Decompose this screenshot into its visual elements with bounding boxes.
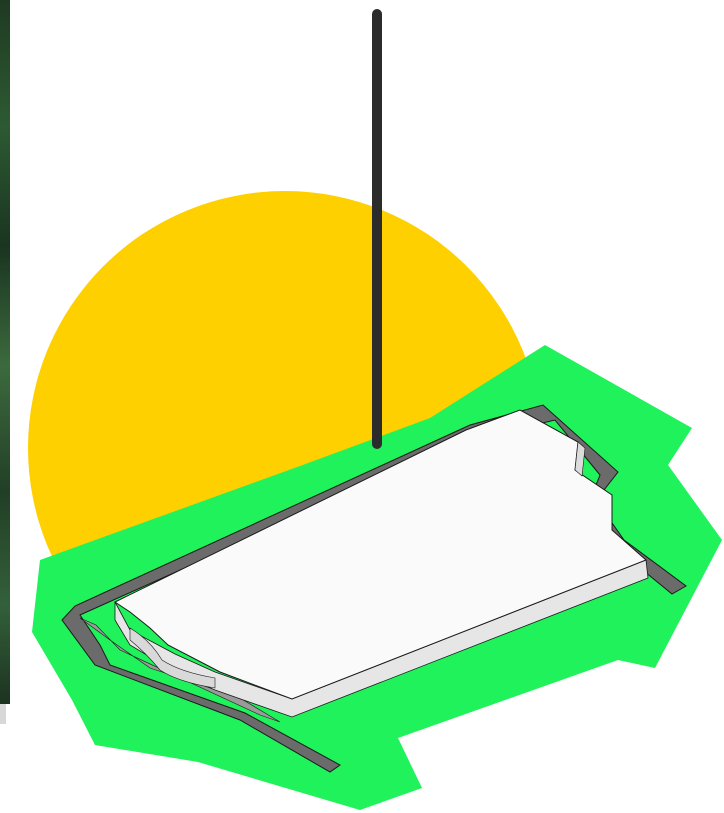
- site-illustration: [0, 0, 724, 813]
- diagram-canvas: [0, 0, 724, 813]
